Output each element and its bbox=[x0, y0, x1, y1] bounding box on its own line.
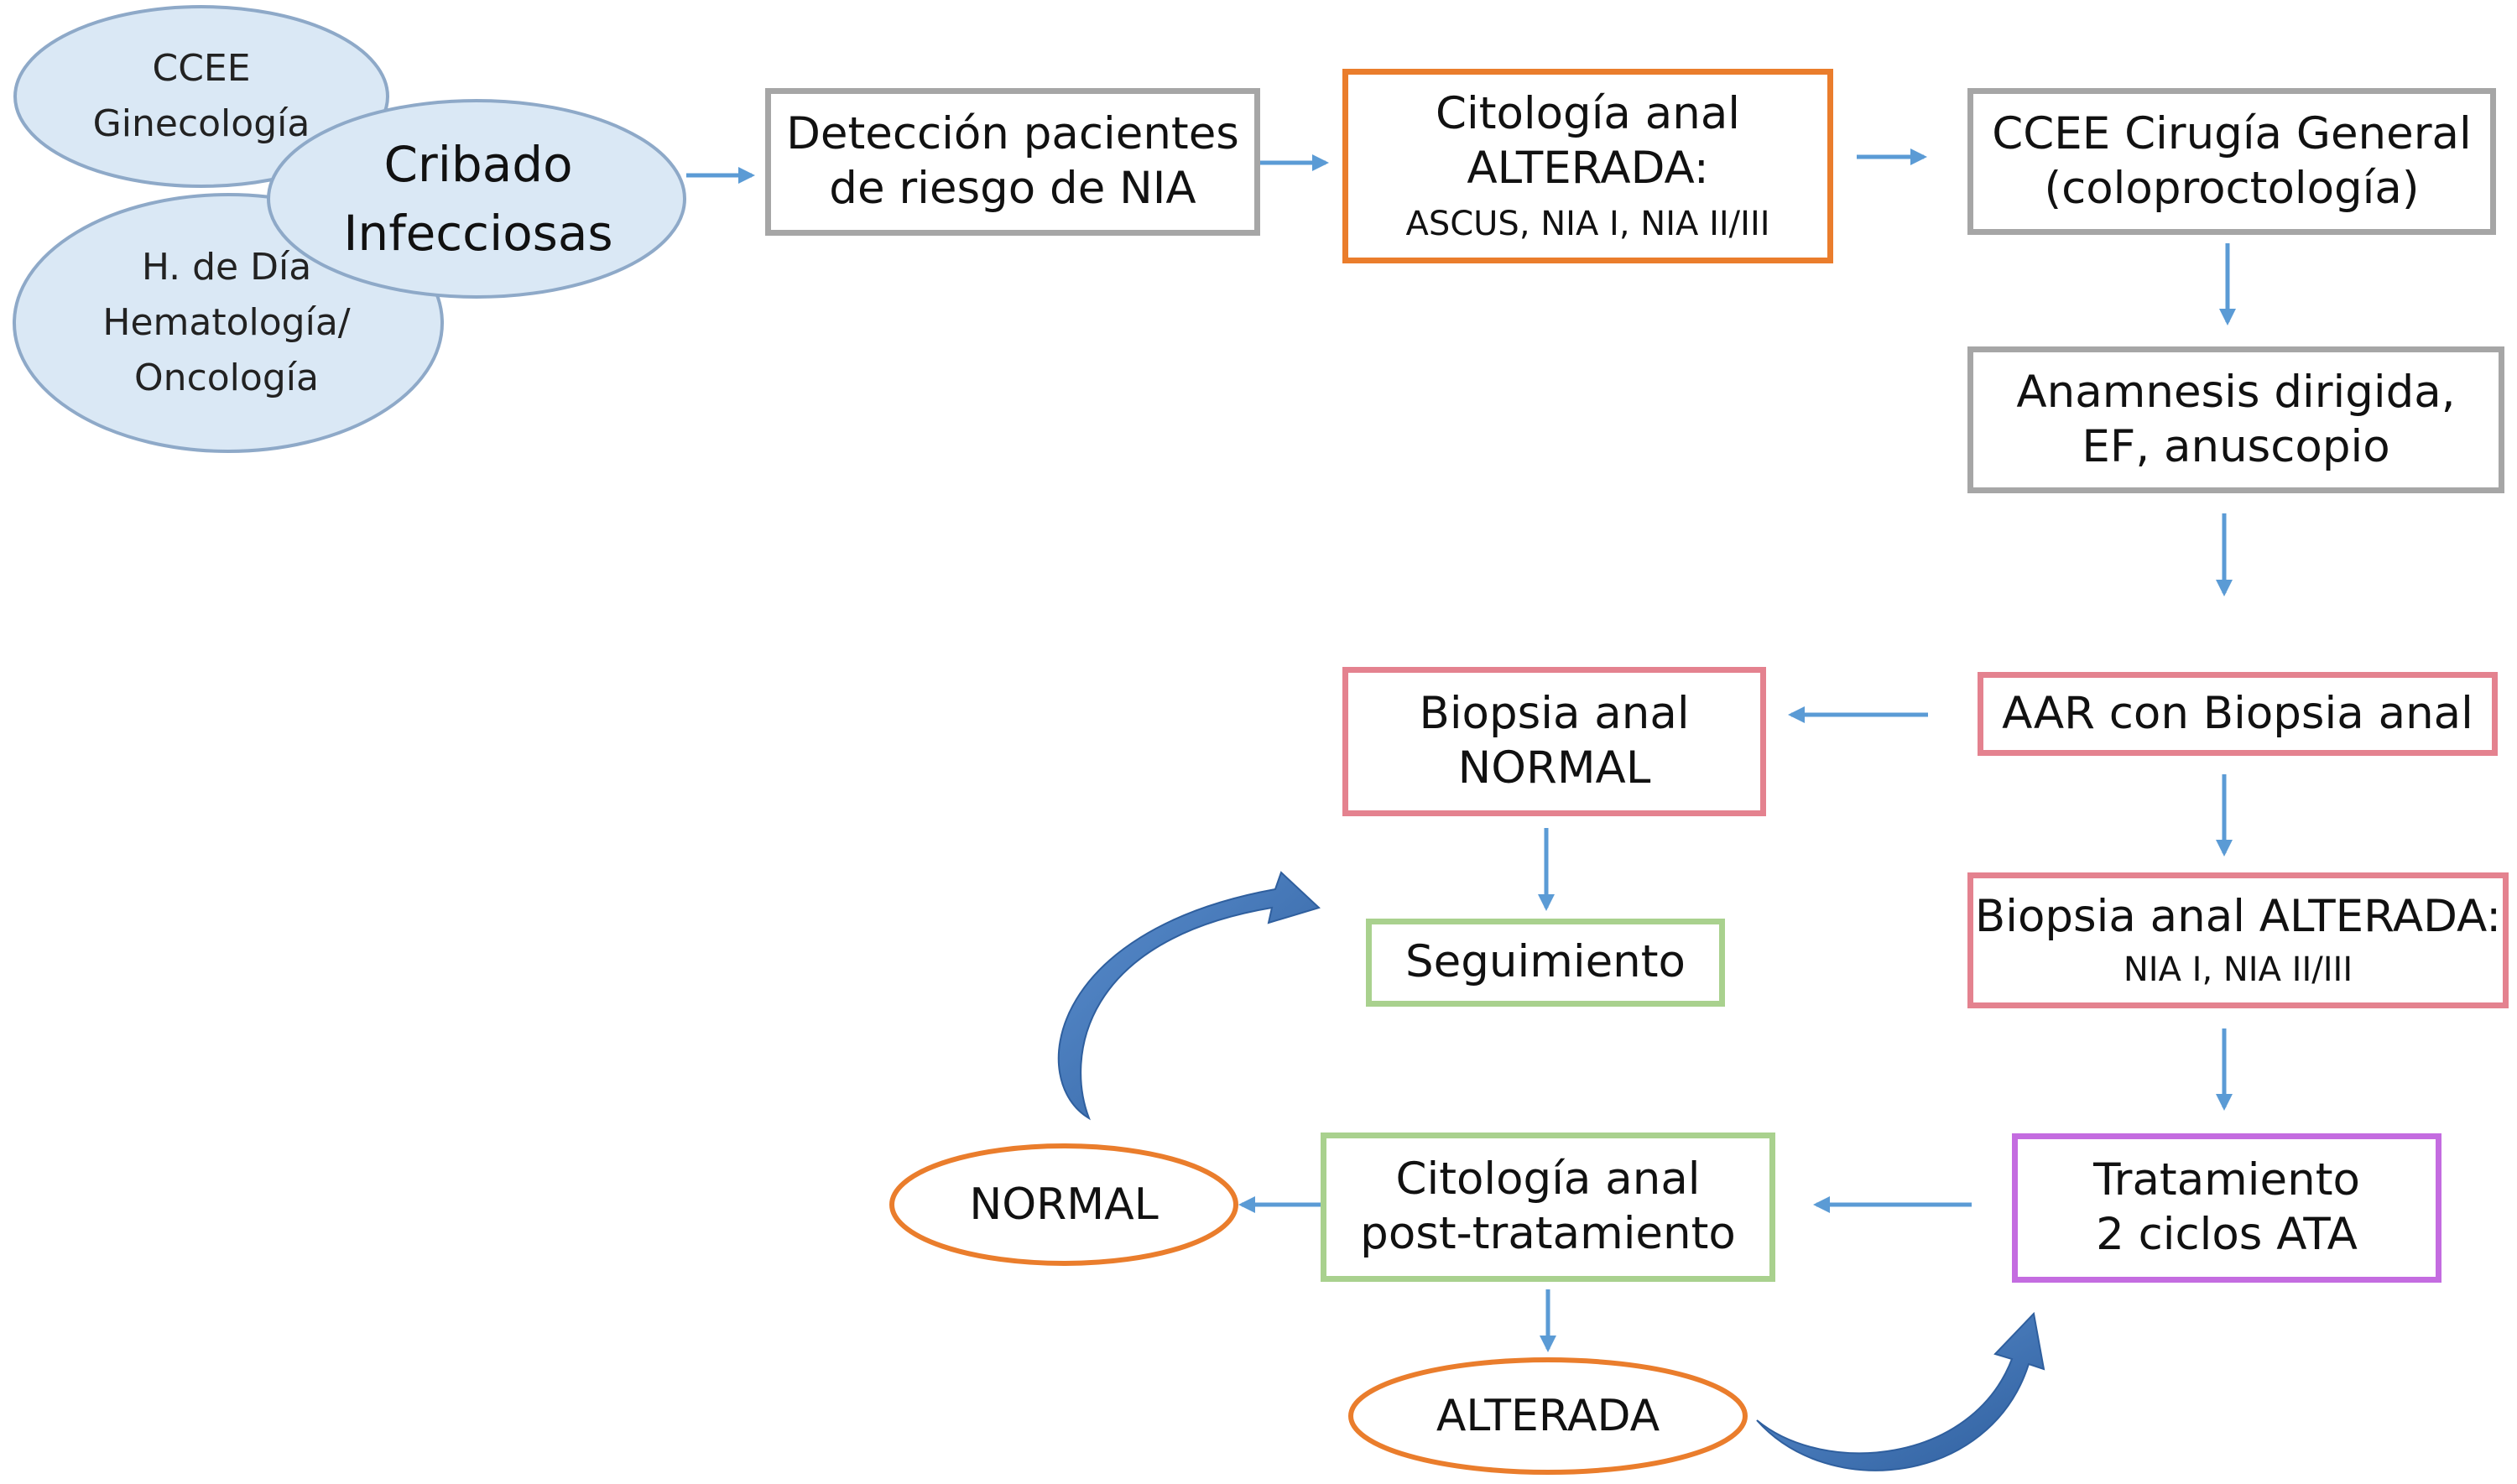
source-hematologia-label: H. de Día Hematología/ Oncología bbox=[67, 239, 386, 407]
outcome-oval-normal bbox=[889, 1143, 1238, 1266]
box-seguimiento-line-1: Seguimiento bbox=[1405, 936, 1686, 988]
curved-arrow-alterada-to-tratamiento bbox=[1756, 1311, 2045, 1471]
source-hematologia-line-3: Oncología bbox=[134, 357, 319, 399]
box-ccee-cirugia-line-1: CCEE Cirugía General bbox=[1992, 107, 2472, 159]
box-citologia-alterada: Citología anal ALTERADA: ASCUS, NIA I, N… bbox=[1342, 69, 1833, 263]
box-deteccion-line-2: de riesgo de NIA bbox=[829, 163, 1196, 214]
box-tratamiento-line-1: Tratamiento bbox=[2093, 1154, 2360, 1206]
source-ginecologia-line-2: Ginecología bbox=[92, 102, 310, 145]
source-ellipse-ginecologia bbox=[13, 5, 389, 188]
box-biopsia-alterada: Biopsia anal ALTERADA: NIA I, NIA II/III bbox=[1967, 872, 2509, 1008]
box-anamnesis-line-1: Anamnesis dirigida, bbox=[2016, 366, 2456, 418]
source-infecciosas-label: Cribado Infecciosas bbox=[310, 126, 646, 273]
box-citologia-post-line-1: Citología anal bbox=[1395, 1153, 1701, 1205]
box-citologia-alterada-line-1: Citología anal bbox=[1435, 87, 1741, 139]
curved-arrow-normal-to-seguimiento bbox=[1057, 871, 1321, 1121]
box-ccee-cirugia-line-2: (coloproctología) bbox=[2044, 162, 2420, 214]
box-ccee-cirugia-general: CCEE Cirugía General (coloproctología) bbox=[1967, 88, 2496, 235]
outcome-normal-label: NORMAL bbox=[969, 1179, 1159, 1230]
outcome-alterada-label: ALTERADA bbox=[1436, 1391, 1660, 1441]
outcome-oval-alterada bbox=[1348, 1357, 1748, 1475]
box-citologia-post-line-2: post-tratamiento bbox=[1360, 1208, 1736, 1259]
box-citologia-alterada-line-2: ALTERADA: bbox=[1467, 142, 1709, 194]
box-seguimiento: Seguimiento bbox=[1366, 919, 1725, 1007]
source-infecciosas-line-2: Infecciosas bbox=[343, 204, 613, 262]
box-anamnesis-line-2: EF, anuscopio bbox=[2082, 420, 2390, 472]
source-ellipse-infecciosas bbox=[267, 99, 686, 299]
source-infecciosas-line-1: Cribado bbox=[383, 136, 573, 194]
box-anamnesis: Anamnesis dirigida, EF, anuscopio bbox=[1967, 346, 2504, 493]
box-citologia-alterada-detail: ASCUS, NIA I, NIA II/III bbox=[1405, 205, 1770, 244]
source-ginecologia-line-1: CCEE bbox=[152, 47, 251, 90]
box-biopsia-normal-line-1: Biopsia anal bbox=[1419, 688, 1690, 740]
box-biopsia-normal-line-2: NORMAL bbox=[1457, 742, 1651, 794]
source-hematologia-line-2: Hematología/ bbox=[102, 301, 351, 344]
box-deteccion-line-1: Detección pacientes bbox=[786, 108, 1239, 160]
box-aar-biopsia: AAR con Biopsia anal bbox=[1978, 672, 2498, 756]
box-biopsia-alterada-line-1: Biopsia anal ALTERADA: bbox=[1974, 891, 2502, 943]
box-tratamiento-line-2: 2 ciclos ATA bbox=[2096, 1209, 2358, 1260]
box-deteccion-pacientes: Detección pacientes de riesgo de NIA bbox=[765, 88, 1260, 236]
box-biopsia-normal: Biopsia anal NORMAL bbox=[1342, 667, 1766, 816]
box-aar-biopsia-line-1: AAR con Biopsia anal bbox=[2002, 687, 2473, 739]
box-citologia-post: Citología anal post-tratamiento bbox=[1321, 1133, 1775, 1282]
box-biopsia-alterada-detail: NIA I, NIA II/III bbox=[2123, 950, 2353, 989]
source-ginecologia-label: CCEE Ginecología bbox=[59, 34, 344, 159]
source-hematologia-line-1: H. de Día bbox=[141, 246, 312, 289]
box-tratamiento: Tratamiento 2 ciclos ATA bbox=[2012, 1133, 2441, 1283]
